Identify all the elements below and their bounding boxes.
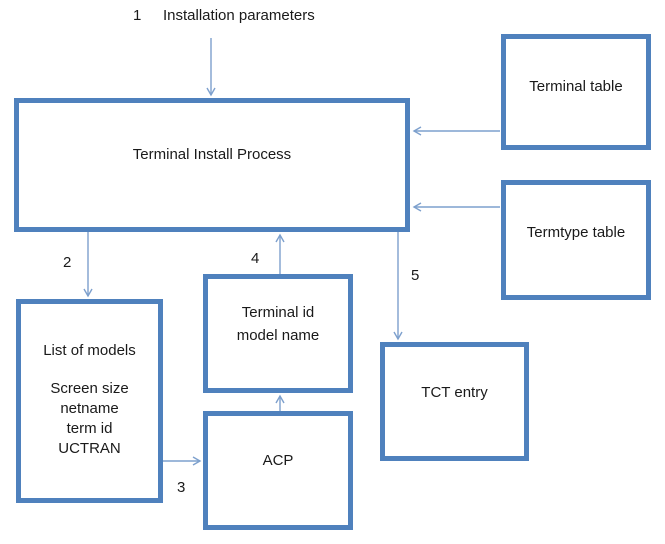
terminal-install-process-label: Terminal Install Process	[132, 146, 292, 163]
step-2-number: 2	[63, 254, 72, 271]
terminal-table-box: Terminal table	[501, 34, 651, 150]
list-of-models-title: List of models	[43, 342, 136, 359]
termtype-table-box: Termtype table	[501, 180, 651, 300]
terminal-install-process-box: Terminal Install Process	[14, 98, 410, 232]
list-of-models-line: netname	[60, 400, 119, 417]
step-5-number: 5	[411, 267, 420, 284]
step-1-label: Installation parameters	[163, 7, 315, 24]
terminal-id-line2: model name	[236, 327, 320, 344]
list-of-models-box: List of models Screen size netname term …	[16, 299, 163, 503]
tct-entry-label: TCT entry	[421, 384, 488, 401]
step-1-number: 1	[133, 7, 142, 24]
list-of-models-line: Screen size	[50, 380, 129, 397]
step-4-number: 4	[251, 250, 260, 267]
acp-box: ACP	[203, 411, 353, 530]
terminal-id-model-name-box: Terminal id model name	[203, 274, 353, 393]
acp-label: ACP	[262, 452, 294, 469]
list-of-models-line: UCTRAN	[58, 440, 121, 457]
tct-entry-box: TCT entry	[380, 342, 529, 461]
terminal-table-label: Terminal table	[529, 78, 623, 95]
termtype-table-label: Termtype table	[526, 224, 626, 241]
step-3-number: 3	[177, 479, 186, 496]
terminal-id-line1: Terminal id	[241, 304, 315, 321]
list-of-models-line: term id	[66, 420, 113, 437]
